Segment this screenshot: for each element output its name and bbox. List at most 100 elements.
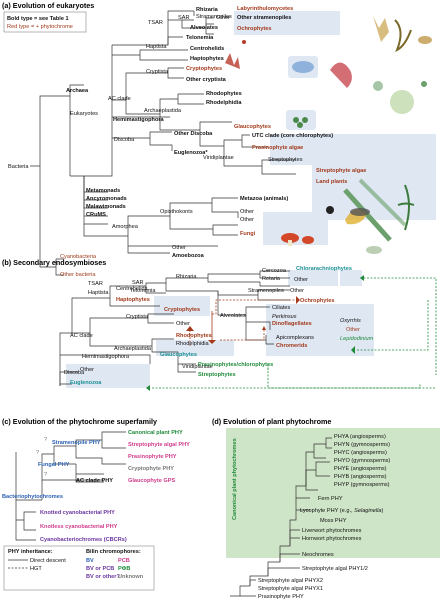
a-haptista: Haptista [146, 44, 167, 50]
c-legend-bv: BV [86, 558, 94, 564]
d-liverwort: Liverwort phytochromes [302, 528, 362, 534]
b-rhodophytes: Rhodophytes [176, 333, 212, 339]
b-hemimastigophora: Hemimastigophora [82, 354, 130, 360]
c-legend-hgt: HGT [30, 566, 42, 572]
b-alveolates: Alveolates [220, 313, 246, 319]
d-strep-x2: Streptophyte algal PHYX2 [258, 578, 323, 584]
c-legend-pcb: PCB [118, 558, 130, 564]
a-eukaryotes: Eukaryotes [70, 111, 98, 117]
panel-b-arrows [146, 275, 437, 391]
c-canonical: Canonical plant PHY [128, 430, 183, 436]
a-haptophytes: Haptophytes [190, 56, 224, 62]
streptophyte-box [312, 165, 436, 185]
c-question3: ? [36, 450, 39, 456]
a-other1: Other [216, 15, 230, 21]
c-bacteriophytochromes: Bacteriophytochromes [2, 494, 63, 500]
a-telonemia: Telonemia [186, 35, 214, 41]
a-other3: Other [240, 217, 254, 223]
a-centrohelids: Centrohelids [190, 46, 224, 52]
panel-d-tree [230, 437, 332, 597]
b-ac-clade: AC clade [70, 333, 93, 339]
b-prasino-chloro: Prasinophytes/chlorophytes [198, 362, 273, 368]
b-haptista: Haptista [88, 290, 109, 296]
c-question1: ? [44, 437, 47, 443]
legend-bold-text: Bold type = see Table 1 [7, 16, 69, 22]
a-other-bacteria: Other bacteria [60, 272, 96, 278]
d-phyp: PHYP (gymnosperms) [334, 482, 390, 488]
a-ochrophytes: Ochrophytes [237, 26, 272, 32]
c-legend-bilin-title: Bilin chromophores: [86, 549, 141, 555]
c-legend-bv-or-other: BV or other? [86, 574, 120, 580]
panel-b-title: (b) Secondary endosymbioses [2, 258, 106, 267]
a-cyanobacteria: Cyanobacteria [60, 254, 97, 260]
panel-c-tree [15, 431, 126, 541]
b-chromerids: Chromerids [276, 343, 307, 349]
c-legend-direct: Direct descent [30, 558, 66, 564]
a-glaucophytes: Glaucophytes [234, 124, 271, 130]
green-lineage-box [270, 134, 436, 165]
a-stramenopiles: Stramenopiles [196, 14, 232, 20]
a-other-discoba: Other Discoba [174, 131, 213, 137]
d-phya: PHYA (angiosperms) [334, 434, 386, 440]
d-phyc: PHYC (angiosperms) [334, 450, 387, 456]
c-legend-bv-or-pcb: BV or PCB [86, 566, 114, 572]
c-prasinophyte: Prasinophyte PHY [128, 454, 177, 460]
a-opisthokonts: Opisthokonts [160, 209, 193, 215]
a-utc-clade: UTC clade (core chlorophytes) [252, 133, 333, 139]
a-cryptista: Cryptista [146, 69, 169, 75]
b-cryptophytes: Cryptophytes [164, 307, 200, 313]
d-lycophyte: Lycophyte PHY (e.g., Selaginella) [300, 508, 383, 514]
a-streptophytes: Streptophytes [268, 157, 303, 163]
b-haptophytes: Haptophytes [116, 297, 150, 303]
b-apicomplexans: Apicomplexans [276, 335, 314, 341]
c-cryptophyte: Cryptophyte PHY [128, 466, 174, 472]
panel-a-legend-box [3, 11, 87, 33]
d-prasino: Prasinophyte PHY [258, 594, 304, 600]
a-archaeplastida: Archaeplastida [144, 108, 182, 114]
a-euglenozoa: Euglenozoa* [174, 150, 208, 156]
d-selaginella: Selaginella [354, 508, 381, 514]
d-lycophyte-prefix: Lycophyte PHY (e.g., [300, 508, 354, 514]
a-rhodophytes: Rhodophytes [206, 91, 242, 97]
d-fern: Fern PHY [318, 496, 343, 502]
d-canonical-label: Canonical plant phytochromes [232, 438, 238, 520]
a-hemimastigophora: Hemimastigophora [113, 117, 165, 123]
b-sar: SAR [132, 280, 144, 286]
b-discoba: Discoba [64, 370, 85, 376]
a-streptophyte-algae: Streptophyte algae [316, 168, 366, 174]
panel-c-title: (c) Evolution of the phytochrome superfa… [2, 417, 157, 426]
a-cryptophytes: Cryptophytes [186, 66, 222, 72]
a-ac-clade: AC clade [108, 96, 131, 102]
b-other3: Other [176, 321, 190, 327]
a-prasinophyte-algae: Prasinophyte algae [252, 145, 303, 151]
panel-d-title: (d) Evolution of plant phytochrome [212, 417, 331, 426]
stramenopile-box [234, 11, 340, 35]
a-rhodelphidia: Rhodelphidia [206, 100, 242, 106]
panel-a-tree [30, 10, 296, 276]
b-lepidodinium: Lepidodinium [340, 336, 374, 342]
b-archaeplastida: Archaeplastida [114, 346, 152, 352]
d-moss: Moss PHY [320, 518, 347, 524]
d-hornwort: Hornwort phytochromes [302, 536, 362, 542]
b-viridiplantae: Viridiplantae [182, 364, 213, 370]
a-labyrinthulomycetes: Labyrinthulomycetes [237, 6, 293, 12]
b-ciliates: Ciliates [272, 305, 291, 311]
a-metamonads: Metamonads [86, 188, 120, 194]
a-rhizaria: Rhizaria [196, 7, 219, 13]
b-streptophytes: Streptophytes [198, 372, 236, 378]
a-bacteria: Bacteria [8, 164, 29, 170]
b-other1: Other [294, 277, 308, 283]
b-cryptista: Cryptista [126, 314, 149, 320]
d-lycophyte-close: ) [381, 508, 383, 514]
c-knotted: Knotted cyanobacterial PHY [40, 510, 115, 516]
c-glaucophyte: Glaucophyte GPS [128, 478, 176, 484]
a-metazoa: Metazoa (animals) [240, 196, 288, 202]
a-tsar: TSAR [148, 20, 163, 26]
a-other-cryptista: Other cryptista [186, 77, 227, 83]
panel-a-title: (a) Evolution of eukaryotes [2, 1, 94, 10]
c-question2: ? [44, 472, 47, 478]
c-legend-unknown: Unknown [118, 574, 144, 580]
b-cercozoa: Cercozoa [262, 268, 287, 274]
d-strep-x1: Streptophyte algal PHYX1 [258, 586, 323, 592]
d-phyn: PHYN (gymnosperms) [334, 442, 390, 448]
